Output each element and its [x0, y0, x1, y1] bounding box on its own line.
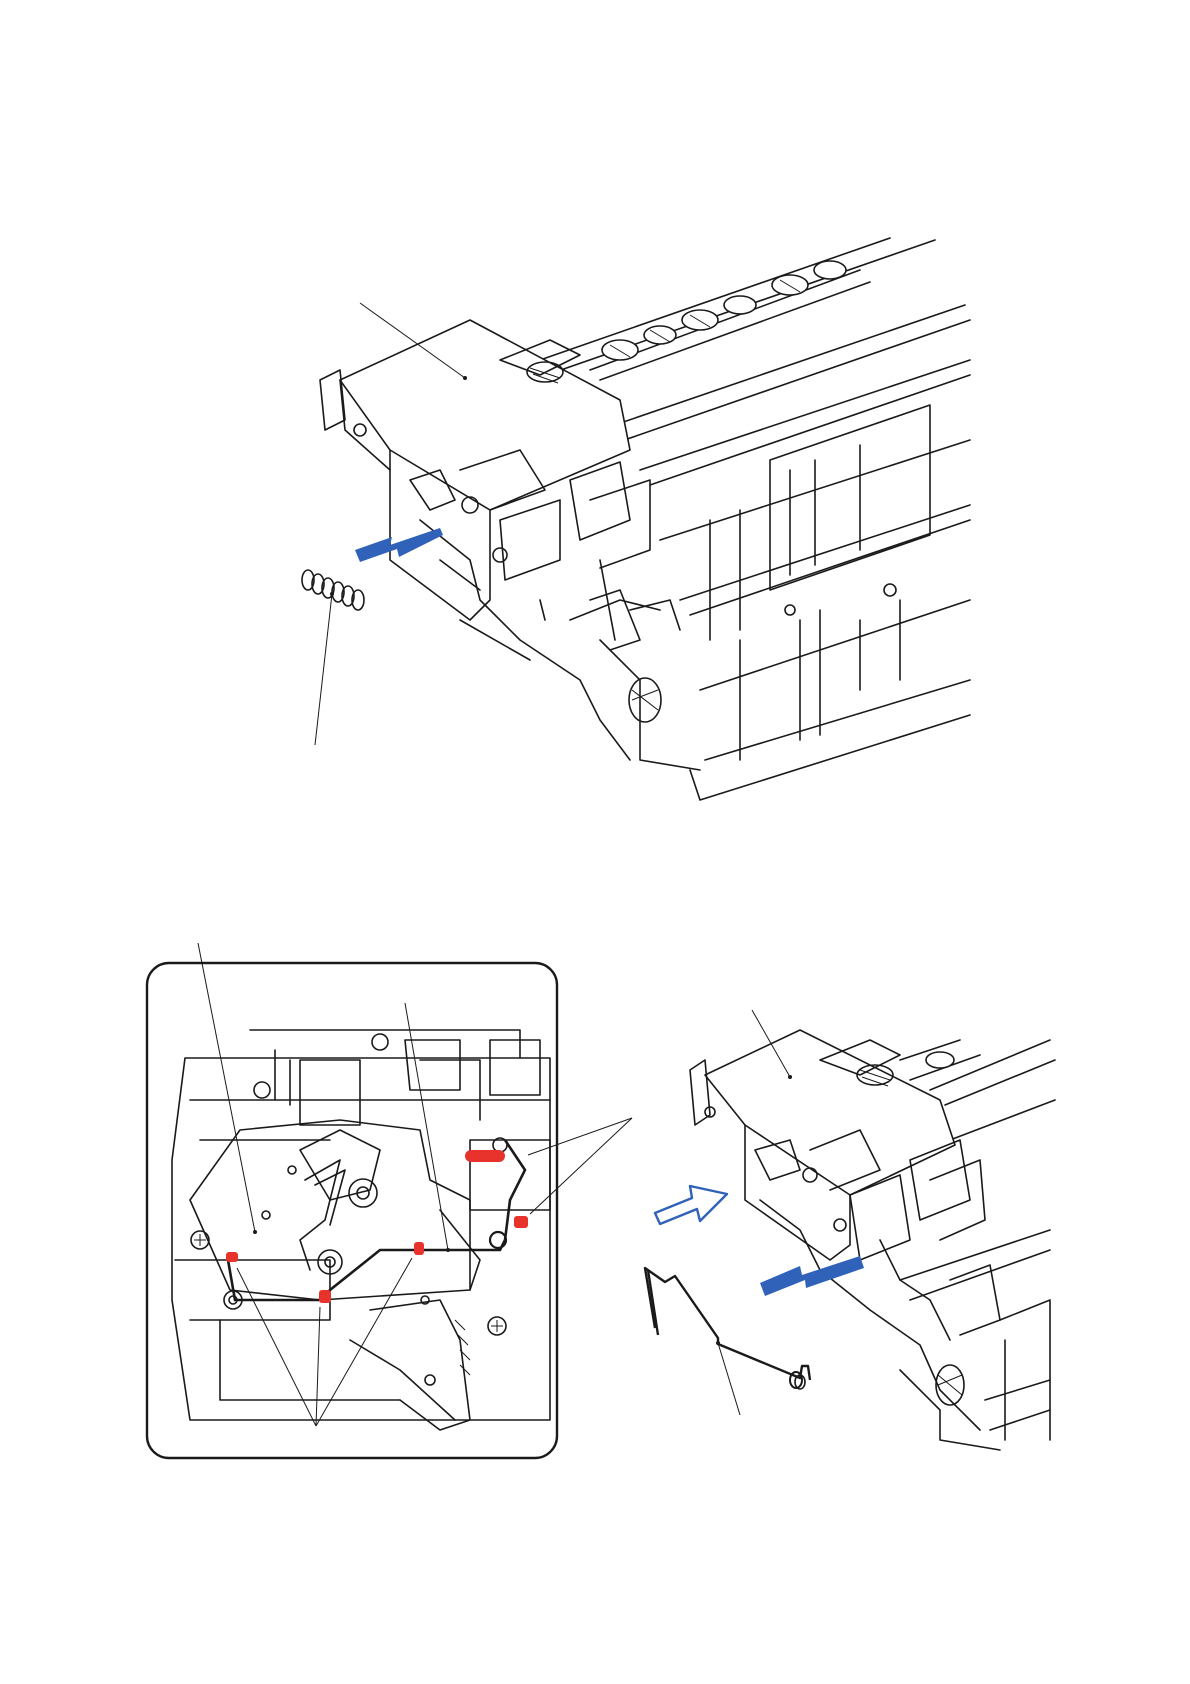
bottom-assembly-illustration — [645, 1010, 1055, 1450]
spring-removal-arrow — [760, 1256, 864, 1296]
compression-spring — [302, 570, 364, 610]
hook-highlights — [226, 1150, 528, 1303]
top-assembly-illustration — [302, 238, 970, 800]
roller-shaft — [590, 261, 870, 380]
install-arrow — [655, 1186, 727, 1224]
detail-illustration — [172, 943, 632, 1430]
cover-housing-bottom — [690, 1030, 1000, 1450]
removal-arrow — [355, 528, 443, 562]
detail-callouts — [198, 943, 632, 1426]
